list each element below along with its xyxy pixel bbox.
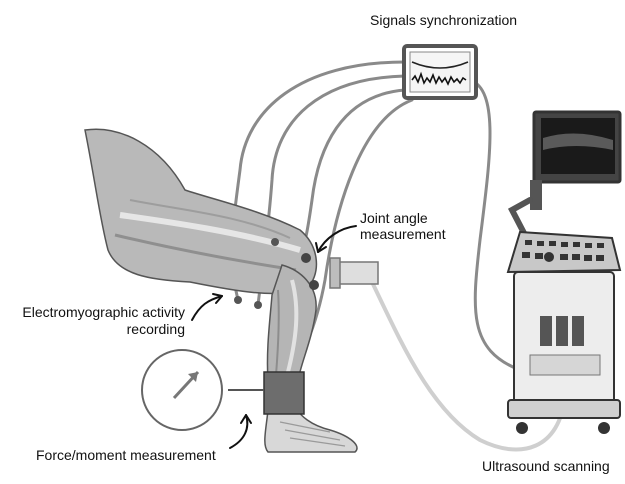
ultrasound-scanning-label: Ultrasound scanning	[482, 458, 610, 475]
emg-label-line2: recording	[127, 321, 185, 338]
cable-ultrasound	[470, 80, 520, 370]
force-arrow	[230, 415, 247, 448]
ultrasound-machine-icon	[508, 112, 620, 434]
force-dial-icon	[142, 350, 222, 430]
signals-synchronization-label: Signals synchronization	[370, 12, 517, 29]
joint-angle-label-line2: measurement	[360, 226, 446, 243]
emg-label-line1: Electromyographic activity	[22, 304, 185, 321]
force-sensor-cuff	[228, 372, 304, 414]
joint-angle-label-line1: Joint angle	[360, 210, 428, 227]
force-moment-label: Force/moment measurement	[36, 447, 216, 464]
signal-monitor-icon	[404, 46, 476, 98]
emg-arrow	[192, 296, 222, 320]
ultrasound-probe-icon	[330, 258, 378, 288]
